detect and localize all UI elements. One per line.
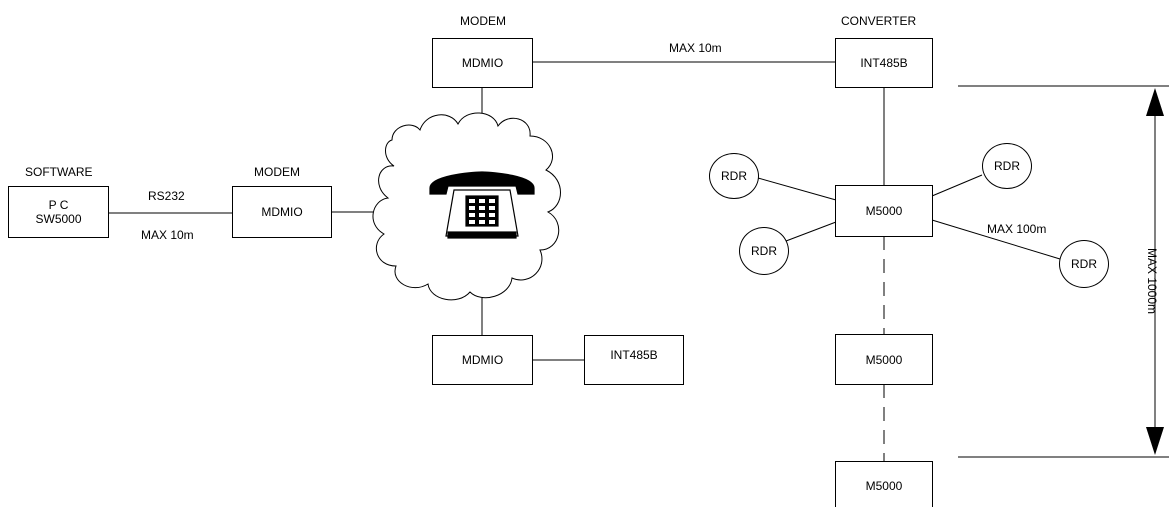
int485b-bottom-box: INT485B <box>584 335 684 385</box>
rdr-circle-3: RDR <box>982 143 1032 189</box>
m5000-box-1: M5000 <box>835 185 933 237</box>
keypad-keys <box>469 199 495 224</box>
arrow-down-icon <box>1146 427 1164 455</box>
rdr-1-label: RDR <box>721 169 747 183</box>
modem-left-label: MODEM <box>254 165 300 179</box>
sw5000-label: SW5000 <box>35 212 82 226</box>
m5000-2-label: M5000 <box>865 352 903 367</box>
software-label: SOFTWARE <box>25 165 93 179</box>
link-rdr-2 <box>785 221 837 242</box>
m5000-3-label: M5000 <box>865 479 903 493</box>
mdmio-bottom-label: MDMIO <box>461 353 504 367</box>
mdmio-top-box: MDMIO <box>432 38 533 88</box>
rdr-circle-2: RDR <box>739 227 789 275</box>
mdmio-left-label: MDMIO <box>261 205 303 219</box>
rdr-circle-4: RDR <box>1059 240 1109 288</box>
mdmio-left-box: MDMIO <box>232 186 332 238</box>
m5000-box-2: M5000 <box>835 334 933 385</box>
rdr-2-label: RDR <box>751 244 777 258</box>
rdr-3-label: RDR <box>994 159 1020 173</box>
m5000-box-3: M5000 <box>835 461 933 507</box>
int485b-top-label: INT485B <box>860 56 908 70</box>
mdmio-top-label: MDMIO <box>461 56 504 70</box>
int485b-converter-box: INT485B <box>835 38 933 88</box>
max-vertical-label: MAX 1000m <box>1145 248 1159 315</box>
link-rdr-4 <box>931 219 1061 260</box>
m5000-1-label: M5000 <box>865 204 903 218</box>
max-10m-left-label: MAX 10m <box>141 228 194 242</box>
modem-top-label: MODEM <box>460 14 506 28</box>
mdmio-bottom-box: MDMIO <box>432 335 533 385</box>
converter-label: CONVERTER <box>841 14 917 28</box>
max-100m-label: MAX 100m <box>987 222 1047 236</box>
pc-box: P C SW5000 <box>8 186 109 238</box>
pc-label: P C <box>48 198 69 212</box>
link-rdr-3 <box>931 174 983 197</box>
int485b-bottom-label: INT485B <box>610 348 658 362</box>
rs232-label: RS232 <box>148 189 185 203</box>
rdr-circle-1: RDR <box>709 153 759 199</box>
link-rdr-1 <box>757 177 837 201</box>
rdr-4-label: RDR <box>1071 257 1097 271</box>
max-10m-top-label: MAX 10m <box>669 41 722 55</box>
arrow-up-icon <box>1146 88 1164 116</box>
